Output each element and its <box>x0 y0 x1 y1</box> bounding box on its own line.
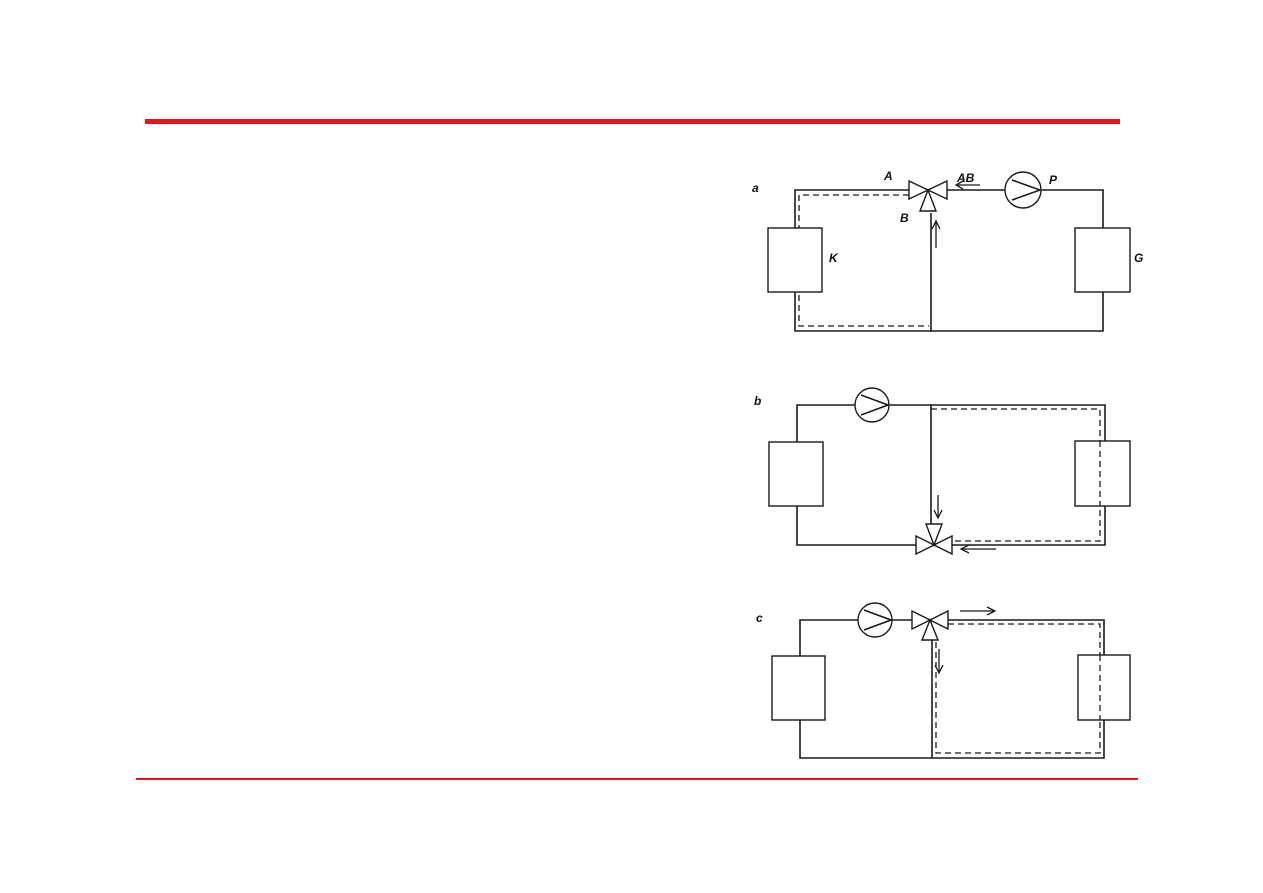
panel-c-left-unit <box>771 655 826 721</box>
panel-a-pipe-loop <box>794 189 1104 332</box>
panel-a-port-b-label: B <box>900 211 909 225</box>
panel-b: b <box>754 387 1131 556</box>
panel-b-flow-arrow-down <box>933 495 943 520</box>
panel-c-pump <box>857 602 894 638</box>
panel-b-label: b <box>754 394 761 408</box>
panel-b-three-way-valve <box>915 523 953 556</box>
panel-a-unit-k <box>767 227 823 293</box>
panel-b-pipe-top-right <box>890 404 1106 546</box>
panel-c-three-way-valve <box>911 609 949 641</box>
panel-a-pump <box>1004 171 1043 209</box>
panel-a-label: a <box>752 181 759 195</box>
panel-b-left-unit <box>768 441 824 507</box>
panel-c-pipe-loop <box>799 619 1105 759</box>
panel-a-port-a-label: A <box>883 169 893 183</box>
panel-a-flow-arrow-up <box>931 219 941 248</box>
panel-b-pump <box>854 387 891 423</box>
panel-a-unit-k-label: K <box>829 251 839 265</box>
panel-c: c <box>756 602 1131 759</box>
panel-c-label: c <box>756 611 763 625</box>
top-red-rule <box>145 119 1120 124</box>
panel-b-flow-arrow-left <box>959 544 996 554</box>
panel-a-three-way-valve <box>908 179 948 212</box>
panel-b-right-unit <box>1074 440 1131 507</box>
panel-a-port-ab-label: AB <box>956 171 975 185</box>
panel-c-right-unit <box>1077 654 1131 721</box>
panel-a-flow-arrow-left <box>954 180 980 190</box>
panel-a-unit-g <box>1074 227 1131 293</box>
bottom-red-rule <box>136 778 1138 780</box>
panel-a-pump-label: P <box>1049 173 1058 187</box>
panel-c-flow-arrow-down <box>934 649 944 675</box>
panel-a-unit-g-label: G <box>1134 251 1143 265</box>
panel-c-flow-path <box>935 623 1101 754</box>
panel-c-flow-arrow-right <box>960 606 997 616</box>
panel-a: a A B AB P K <box>752 169 1143 332</box>
